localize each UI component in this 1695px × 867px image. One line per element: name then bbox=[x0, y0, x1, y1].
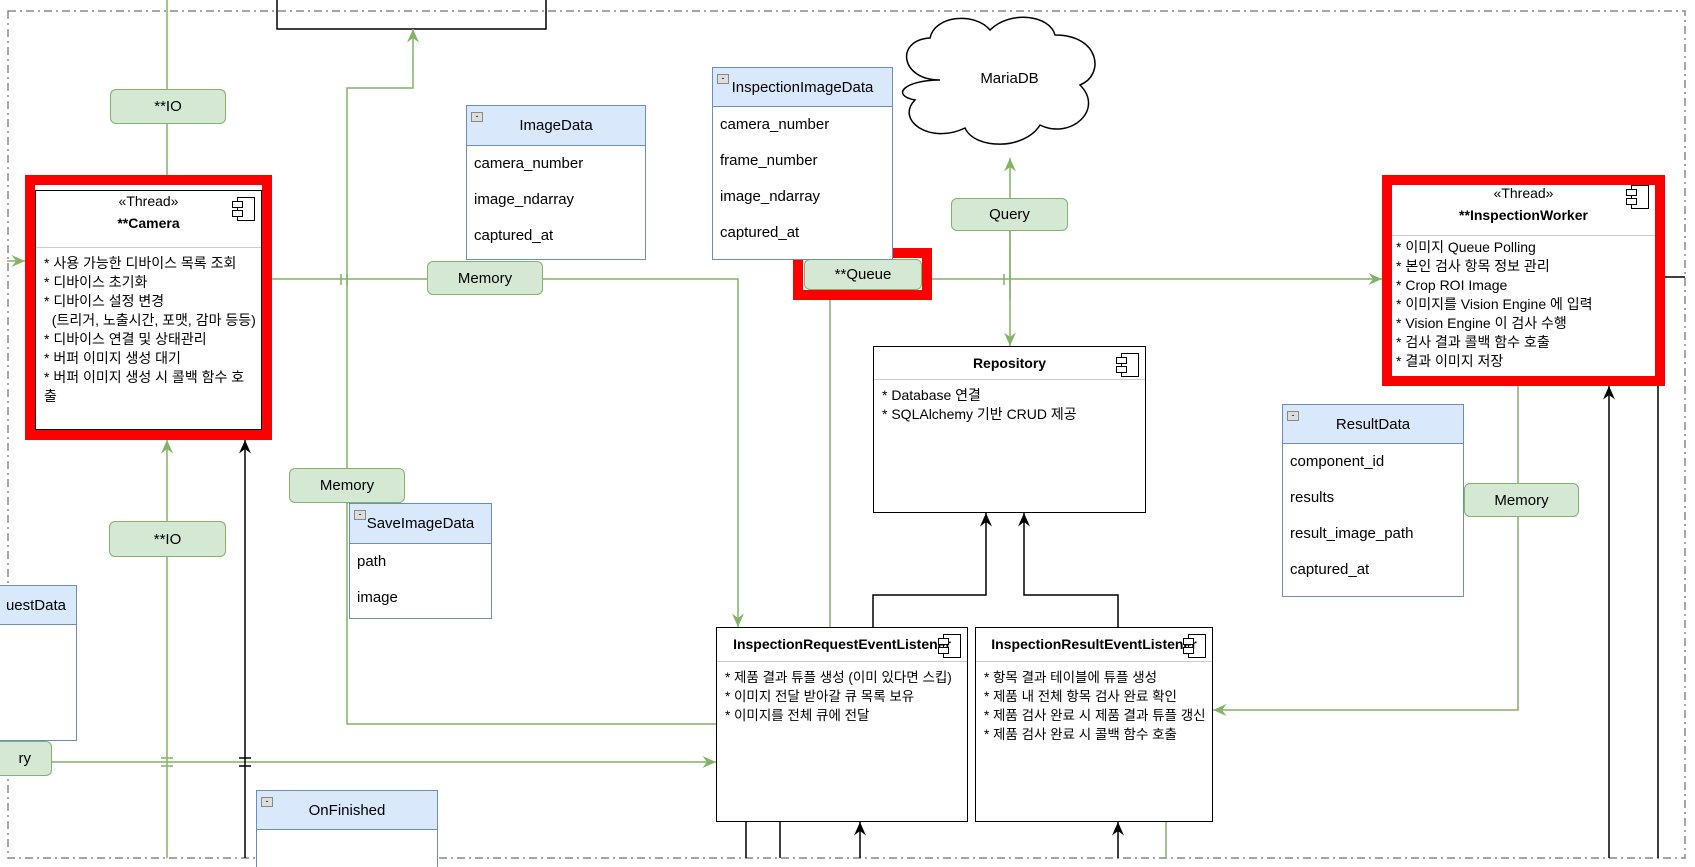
list-item: * 이미지 전달 받아갈 큐 목록 보유 bbox=[725, 689, 915, 704]
list-item: * 디바이스 설정 변경 bbox=[44, 293, 165, 309]
list-item: * 제품 검사 완료 시 제품 결과 튜플 갱신 bbox=[984, 708, 1206, 723]
inspection-image-data-class[interactable]: -InspectionImageData camera_number frame… bbox=[712, 67, 893, 260]
database-cloud bbox=[902, 16, 1096, 145]
class-title: SaveImageData bbox=[366, 515, 475, 532]
worker-responsibilities: * 이미지 Queue Polling * 본인 검사 항목 정보 관리 * C… bbox=[1392, 236, 1655, 373]
list-item: * SQLAlchemy 기반 CRUD 제공 bbox=[882, 406, 1077, 422]
component-icon bbox=[1116, 353, 1139, 377]
list-item: * 사용 가능한 디바이스 목록 조회 bbox=[44, 255, 237, 271]
io-top-label[interactable]: **IO bbox=[110, 89, 226, 124]
list-item: * 이미지 Queue Polling bbox=[1396, 239, 1536, 255]
edge-camera-memory bbox=[272, 278, 744, 627]
class-title: uestData bbox=[5, 596, 66, 614]
top-partial-box bbox=[276, 0, 547, 30]
list-item: * Vision Engine 이 검사 수행 bbox=[1396, 315, 1567, 331]
class-title: ImageData bbox=[519, 117, 593, 134]
component-icon bbox=[938, 634, 961, 658]
result-listener-responsibilities: * 항목 결과 테이블에 튜플 생성 * 제품 내 전체 항목 검사 완료 확인… bbox=[976, 662, 1212, 750]
class-title: ResultData bbox=[1335, 415, 1411, 433]
memory-label-left[interactable]: Memory bbox=[289, 468, 405, 503]
request-data-class-partial[interactable]: uestData bbox=[0, 585, 77, 741]
list-item: * 검사 결과 콜백 함수 호출 bbox=[1396, 334, 1550, 350]
class-field: image_ndarray bbox=[474, 191, 575, 208]
class-field: frame_number bbox=[720, 152, 818, 169]
list-item: * Crop ROI Image bbox=[1396, 277, 1508, 293]
list-item: * 버퍼 이미지 생성 시 콜백 함수 호출 bbox=[44, 369, 245, 404]
repository-responsibilities: * Database 연결 * SQLAlchemy 기반 CRUD 제공 bbox=[874, 380, 1145, 430]
collapse-icon[interactable]: - bbox=[354, 510, 366, 520]
memory-label-right[interactable]: Memory bbox=[1464, 483, 1579, 517]
camera-title: **Camera bbox=[117, 215, 180, 231]
camera-highlight: «Thread» **Camera * 사용 가능한 디바이스 목록 조회 * … bbox=[25, 175, 272, 440]
component-icon bbox=[1626, 185, 1649, 209]
list-item: * 제품 결과 튜플 생성 (이미 있다면 스킵) bbox=[725, 670, 952, 685]
class-field: captured_at bbox=[474, 227, 554, 244]
edge-request-repo bbox=[872, 513, 992, 627]
list-item: * 디바이스 초기화 bbox=[44, 274, 148, 290]
component-icon bbox=[232, 197, 255, 221]
camera-responsibilities: * 사용 가능한 디바이스 목록 조회 * 디바이스 초기화 * 디바이스 설정… bbox=[36, 248, 261, 412]
request-listener-component[interactable]: InspectionRequestEventListener * 제품 결과 튜… bbox=[716, 627, 968, 822]
class-title: OnFinished bbox=[308, 801, 386, 819]
memory-label-top[interactable]: Memory bbox=[427, 261, 543, 295]
memory-label-partial[interactable]: ry bbox=[0, 741, 52, 776]
list-item: * 제품 검사 완료 시 콜백 함수 호출 bbox=[984, 727, 1177, 742]
list-item: * 결과 이미지 저장 bbox=[1396, 353, 1504, 369]
class-field: results bbox=[1290, 489, 1335, 506]
list-item: (트리거, 노출시간, 포맷, 감마 등등) bbox=[44, 312, 256, 328]
query-label[interactable]: Query bbox=[951, 198, 1068, 231]
worker-title: **InspectionWorker bbox=[1459, 207, 1588, 223]
class-field: component_id bbox=[1290, 453, 1385, 470]
class-field: captured_at bbox=[720, 224, 800, 241]
list-item: * 이미지를 Vision Engine 에 입력 bbox=[1396, 296, 1593, 312]
image-data-class[interactable]: - ImageData camera_number image_ndarray c… bbox=[466, 105, 646, 260]
on-finished-class[interactable]: - OnFinished bbox=[256, 790, 438, 867]
list-item: * 항목 결과 테이블에 튜플 생성 bbox=[984, 670, 1158, 685]
result-listener-component[interactable]: InspectionResultEventListener * 항목 결과 테이… bbox=[975, 627, 1213, 822]
collapse-icon[interactable]: - bbox=[717, 74, 729, 84]
result-data-class[interactable]: - ResultData component_id results result_… bbox=[1282, 404, 1464, 597]
collapse-icon[interactable]: - bbox=[261, 797, 273, 807]
class-field: image_ndarray bbox=[720, 188, 821, 205]
class-field: camera_number bbox=[720, 116, 830, 133]
queue-label[interactable]: **Queue bbox=[804, 259, 922, 290]
class-field: path bbox=[357, 553, 387, 570]
list-item: * Database 연결 bbox=[882, 387, 981, 403]
worker-highlight: «Thread» **InspectionWorker * 이미지 Queue … bbox=[1382, 175, 1665, 386]
component-icon bbox=[1183, 634, 1206, 658]
list-item: * 이미지를 전체 큐에 전달 bbox=[725, 708, 870, 723]
io-bottom-label[interactable]: **IO bbox=[109, 521, 226, 557]
request-listener-responsibilities: * 제품 결과 튜플 생성 (이미 있다면 스킵) * 이미지 전달 받아갈 큐… bbox=[717, 662, 967, 731]
class-field: result_image_path bbox=[1290, 525, 1414, 542]
repository-title: Repository bbox=[972, 355, 1047, 371]
list-item: * 디바이스 연결 및 상태관리 bbox=[44, 331, 207, 347]
boundary-frame bbox=[7, 10, 1686, 859]
class-title: InspectionImageData bbox=[731, 78, 874, 96]
collapse-icon[interactable]: - bbox=[471, 112, 483, 122]
class-field: captured_at bbox=[1290, 561, 1370, 578]
worker-stereotype: «Thread» bbox=[1493, 185, 1554, 201]
edge-save-memory bbox=[346, 29, 716, 725]
list-item: * 버퍼 이미지 생성 대기 bbox=[44, 350, 181, 366]
list-item: * 제품 내 전체 항목 검사 완료 확인 bbox=[984, 689, 1177, 704]
class-field: image bbox=[357, 589, 398, 606]
database-label: MariaDB bbox=[980, 70, 1039, 87]
worker-component[interactable]: «Thread» **InspectionWorker * 이미지 Queue … bbox=[1392, 185, 1655, 376]
request-listener-title: InspectionRequestEventListener bbox=[733, 636, 951, 652]
repository-component[interactable]: Repository * Database 연결 * SQLAlchemy 기반… bbox=[873, 346, 1146, 513]
collapse-icon[interactable]: - bbox=[1287, 411, 1299, 421]
camera-component[interactable]: «Thread» **Camera * 사용 가능한 디바이스 목록 조회 * … bbox=[35, 190, 262, 430]
save-image-data-class[interactable]: -SaveImageData path image bbox=[349, 503, 492, 619]
camera-stereotype: «Thread» bbox=[118, 193, 179, 209]
class-field: camera_number bbox=[474, 155, 584, 172]
result-listener-title: InspectionResultEventListener bbox=[991, 636, 1197, 652]
edge-result-repo bbox=[1018, 513, 1119, 627]
list-item: * 본인 검사 항목 정보 관리 bbox=[1396, 258, 1550, 274]
